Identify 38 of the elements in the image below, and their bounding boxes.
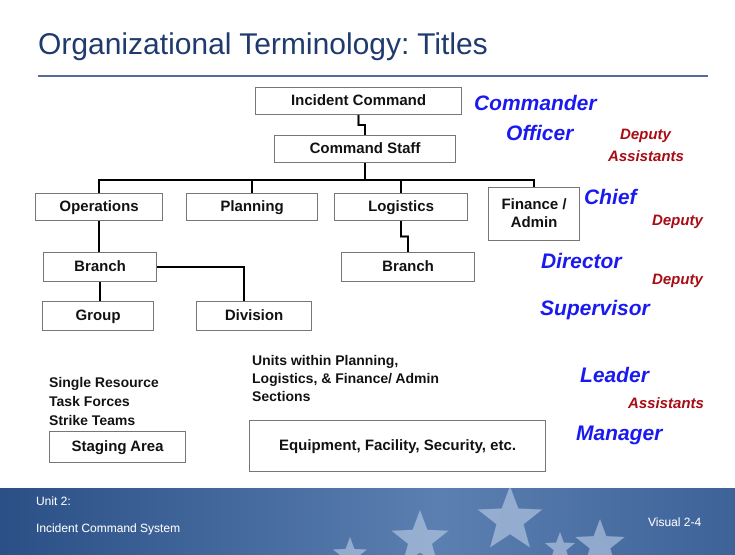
resource-label: Task Forces xyxy=(49,393,130,409)
course-label: Incident Command System xyxy=(36,521,180,535)
deputy-title: Assistants xyxy=(608,148,684,165)
org-box: Group xyxy=(42,301,154,331)
org-box: Command Staff xyxy=(274,135,456,163)
deputy-title: Deputy xyxy=(620,126,671,143)
connector-line xyxy=(358,115,366,135)
unit-label: Unit 2: xyxy=(36,494,71,508)
org-box: Incident Command xyxy=(255,87,462,115)
org-box: Planning xyxy=(186,193,318,221)
rank-title: Commander xyxy=(474,92,597,116)
org-box: Logistics xyxy=(334,193,468,221)
deputy-title: Deputy xyxy=(652,271,703,288)
connector-line xyxy=(99,282,101,301)
connector-line xyxy=(400,221,409,252)
rank-title: Officer xyxy=(506,122,574,146)
rank-title: Supervisor xyxy=(540,297,650,321)
org-box: Division xyxy=(196,301,312,331)
rank-title: Director xyxy=(541,250,622,274)
org-box: Branch xyxy=(43,252,157,282)
resource-label: Single Resource xyxy=(49,374,159,390)
org-box: Operations xyxy=(35,193,163,221)
connector-line xyxy=(157,266,245,301)
rank-title: Leader xyxy=(580,364,649,388)
visual-number: Visual 2-4 xyxy=(648,515,702,529)
deputy-title: Assistants xyxy=(628,395,704,412)
rank-title: Chief xyxy=(584,186,636,210)
deputy-title: Deputy xyxy=(652,212,703,229)
connector-line xyxy=(364,163,535,187)
org-box: Finance / Admin xyxy=(488,187,580,241)
org-box: Staging Area xyxy=(49,431,186,463)
org-box: Branch xyxy=(341,252,475,282)
rank-title: Manager xyxy=(576,422,662,446)
org-box: Equipment, Facility, Security, etc. xyxy=(249,420,546,472)
resource-label: Strike Teams xyxy=(49,412,136,428)
units-note: Units within Planning, Logistics, & Finance/ Admin Sections xyxy=(252,351,440,406)
connector-line xyxy=(98,221,100,252)
slide-title: Organizational Terminology: Titles xyxy=(38,28,488,62)
